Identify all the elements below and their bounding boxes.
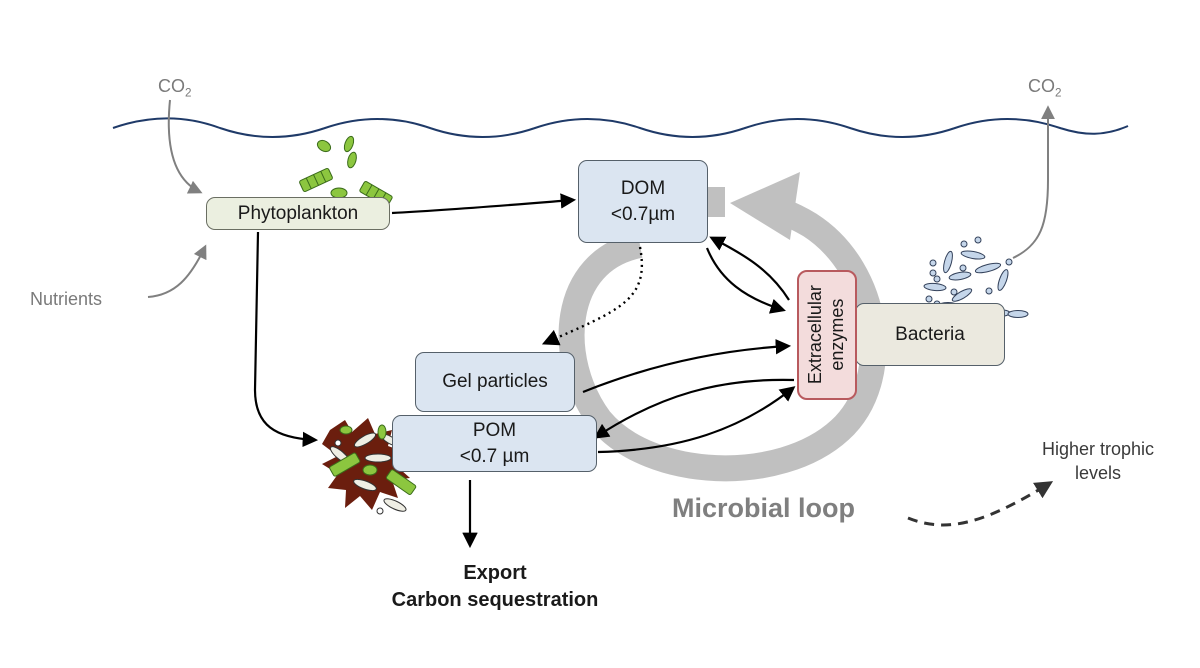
co2-atmosphere-label-left: CO2 xyxy=(158,74,192,101)
dom-to-gel-dotted-arrow xyxy=(541,246,643,346)
phytoplankton-cells-icon xyxy=(299,135,393,207)
pom-label: POM xyxy=(472,419,517,441)
co2-uptake-arrow xyxy=(167,99,203,194)
gel-to-enzymes-arrow xyxy=(582,339,792,394)
higher-trophic-levels-label: Higher trophic levels xyxy=(1038,437,1158,486)
trophic-line1: Higher trophic xyxy=(1041,439,1155,459)
gel-particles-label: Gel particles xyxy=(442,371,548,393)
higher-trophic-dashed-arrow xyxy=(907,481,1054,527)
dom-size-label: <0.7µm xyxy=(610,203,676,225)
microbial-loop-arrow xyxy=(558,172,887,482)
phyto-to-pom-arrow xyxy=(253,231,319,448)
bacteria-node: Bacteria xyxy=(855,303,1005,366)
co2-release-arrow xyxy=(1012,105,1055,259)
co2-atmosphere-label-right: CO2 xyxy=(1028,74,1062,101)
export-line1: Export xyxy=(463,562,527,584)
enzymes-to-pom-arrow xyxy=(593,378,795,439)
bacteria-label: Bacteria xyxy=(895,323,965,345)
phyto-to-dom-arrow xyxy=(391,193,577,215)
enzymes-to-dom-arrow xyxy=(709,236,790,301)
water-surface-line xyxy=(112,117,1129,138)
export-label: Export Carbon sequestration xyxy=(390,560,600,614)
dom-to-enzymes-arrow xyxy=(705,247,786,314)
trophic-line2: levels xyxy=(1074,463,1122,484)
dom-label: DOM xyxy=(620,177,666,199)
phytoplankton-label: Phytoplankton xyxy=(237,202,359,224)
enzymes-label-line1: Extracellular xyxy=(805,285,826,385)
phytoplankton-node: Phytoplankton xyxy=(206,197,390,230)
export-line2: Carbon sequestration xyxy=(391,589,599,611)
microbial-loop-label: Microbial loop xyxy=(672,493,856,523)
co2-left-subscript: 2 xyxy=(185,86,192,100)
dom-node: DOM <0.7µm xyxy=(578,160,708,243)
enzymes-label-line2: enzymes xyxy=(827,298,848,372)
co2-right-text: CO xyxy=(1028,76,1055,96)
pom-size-label: <0.7 µm xyxy=(459,445,530,467)
gel-particles-node: Gel particles xyxy=(415,352,575,412)
co2-left-text: CO xyxy=(158,76,185,96)
nutrients-label: Nutrients xyxy=(30,289,103,309)
pom-to-enzymes-arrow xyxy=(597,386,796,454)
pom-node: POM <0.7 µm xyxy=(392,415,597,472)
nutrients-arrow xyxy=(147,244,207,298)
co2-right-subscript: 2 xyxy=(1055,86,1062,100)
extracellular-enzymes-node: Extracellular enzymes xyxy=(797,270,857,400)
